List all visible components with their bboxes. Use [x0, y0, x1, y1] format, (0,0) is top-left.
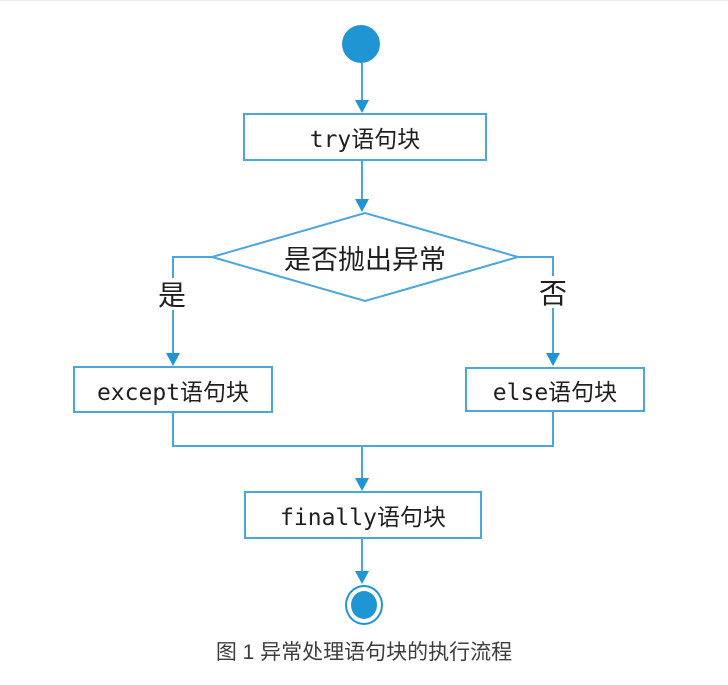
edge-line — [361, 161, 363, 200]
node-try-block: try语句块 — [243, 113, 487, 161]
edge-line — [361, 539, 363, 571]
arrowhead-down-icon — [546, 353, 560, 366]
node-except-block: except语句块 — [73, 366, 273, 413]
figure-caption: 图 1 异常处理语句块的执行流程 — [215, 641, 513, 664]
node-except-label: except语句块 — [96, 379, 250, 406]
node-finally-block: finally语句块 — [244, 491, 482, 539]
node-else-block: else语句块 — [465, 367, 645, 412]
node-decision-label: 是否抛出异常 — [284, 244, 446, 275]
edge-line — [552, 412, 554, 447]
branch-label-yes: 是 — [155, 278, 189, 312]
node-try-label: try语句块 — [309, 127, 421, 153]
edge-line — [517, 256, 554, 258]
top-divider — [0, 0, 728, 1]
edge-line — [172, 413, 174, 447]
edge-line — [172, 256, 213, 258]
merge-line — [172, 445, 554, 447]
edge-line — [361, 445, 363, 478]
end-node-icon — [345, 585, 383, 625]
arrowhead-down-icon — [355, 571, 369, 584]
arrowhead-down-icon — [355, 199, 369, 212]
node-else-label: else语句块 — [492, 379, 618, 406]
arrowhead-down-icon — [355, 478, 369, 491]
arrowhead-down-icon — [355, 100, 369, 113]
start-node-icon — [342, 25, 380, 63]
node-finally-label: finally语句块 — [280, 505, 446, 531]
branch-label-no: 否 — [536, 276, 570, 310]
edge-line — [361, 63, 363, 101]
arrowhead-down-icon — [166, 353, 180, 366]
end-node-core — [351, 591, 377, 619]
node-decision-diamond — [210, 211, 520, 303]
